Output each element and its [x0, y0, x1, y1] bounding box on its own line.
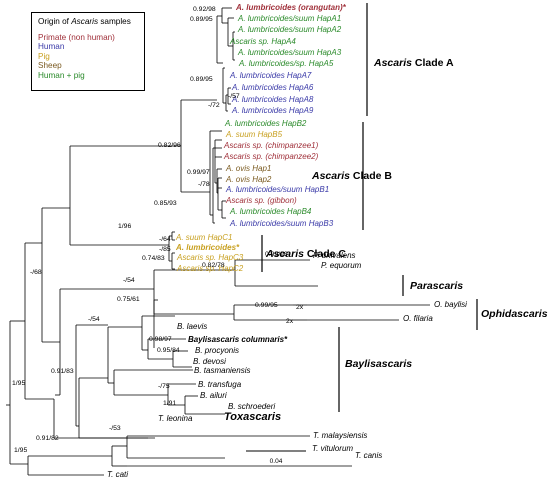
taxon-label: Ascaris sp. HapC2 [176, 264, 244, 273]
support-value: 1/95 [12, 380, 25, 387]
taxon-label: A. lumbricoides/suum HapA2 [237, 25, 342, 34]
support-value: 0.91/83 [51, 368, 74, 375]
taxon-label: O. baylisi [434, 300, 467, 309]
support-value: -/68 [30, 269, 42, 276]
taxon-label: B. ailuri [200, 391, 227, 400]
clade-label: Ascaris Clade A [373, 57, 454, 69]
support-value: -/85 [159, 246, 171, 253]
taxon-label: B. laevis [177, 322, 207, 331]
taxon-label: Ascaris sp. (gibbon) [225, 196, 297, 205]
taxon-label: A. lumbricoides/suum HapA3 [237, 48, 342, 57]
taxon-label: B. procyonis [195, 346, 239, 355]
support-value: 1/91 [163, 400, 176, 407]
support-value: -/54 [88, 316, 100, 323]
taxon-label: A. lumbricoides HapA7 [229, 71, 312, 80]
tree-branches [6, 7, 430, 476]
taxon-label: B. tasmaniensis [194, 366, 250, 375]
taxon-label: A. lumbricoides/suum HapB1 [225, 185, 329, 194]
support-value: 0.99/96 [265, 251, 288, 258]
support-value: 0.98/97 [149, 336, 172, 343]
clade-label: Ophidascaris [481, 308, 548, 320]
legend-item-human-pig: Human + pig [38, 70, 85, 80]
taxon-label: B. devosi [193, 357, 226, 366]
support-value: 1/95 [14, 447, 27, 454]
taxon-label: O. filaria [403, 314, 433, 323]
support-value: 0.75/61 [117, 296, 140, 303]
legend-item-primate: Primate (non human) [38, 32, 115, 42]
taxon-label: A. lumbricoides/suum HapB3 [229, 219, 334, 228]
taxon-label: A. ovis Hap1 [225, 164, 271, 173]
taxon-label: Ascaris sp. HapA4 [229, 37, 296, 46]
taxon-label: T. malaysiensis [313, 431, 367, 440]
scale-bar-label: 0.04 [270, 458, 283, 465]
taxon-label: A. suum HapC1 [175, 233, 232, 242]
taxon-label: P. univalens [313, 251, 356, 260]
clade-bars [261, 3, 478, 412]
support-value: 0.82/96 [158, 142, 181, 149]
clade-label: Parascaris [410, 280, 463, 292]
support-labels: 0.92/98 0.89/95 0.89/95 -/57 -/72 0.82/96 0.99… [12, 6, 304, 454]
support-value: 0.89/95 [190, 76, 213, 83]
clade-label: Baylisascaris [345, 358, 412, 370]
legend-item-pig: Pig [38, 51, 50, 61]
taxon-label: A. lumbricoides HapA6 [231, 83, 314, 92]
taxon-label: Ascaris sp. (chimpanzee2) [223, 152, 319, 161]
taxon-label: Ascaris sp. (chimpanzee1) [223, 141, 319, 150]
taxon-label: A. lumbricoides/suum HapA1 [237, 14, 341, 23]
legend-title: Origin of Ascaris samples [38, 17, 131, 26]
taxon-label: Ascaris sp. HapC3 [176, 253, 244, 262]
support-value: 0.95/84 [157, 347, 180, 354]
taxon-label: T. canis [355, 451, 382, 460]
support-value: 0.85/93 [154, 200, 177, 207]
taxon-label: A. lumbricoides (orangutan)* [235, 3, 347, 12]
support-value: -/78 [198, 181, 210, 188]
taxon-label: T. vitulorum [312, 444, 353, 453]
scale-bar: 0.04 [246, 450, 306, 465]
support-value: 0.99/95 [255, 302, 278, 309]
taxon-label: B. transfuga [198, 380, 242, 389]
support-value: 0.99/97 [187, 169, 210, 176]
clade-labels: Ascaris Clade A Ascaris Clade B Ascaris Cl… [224, 57, 548, 423]
support-value: -/64 [159, 236, 171, 243]
taxon-label: T. leonina [158, 414, 193, 423]
support-value: -/54 [123, 277, 135, 284]
taxon-label: A. lumbricoides HapB2 [224, 119, 307, 128]
support-value: 0.89/95 [190, 16, 213, 23]
taxon-label: P. equorum [321, 261, 362, 270]
support-value: 1/96 [118, 223, 131, 230]
taxon-label: T. cati [107, 470, 128, 479]
clade-label: Toxascaris [224, 411, 281, 423]
taxon-label: A. suum HapB5 [225, 130, 283, 139]
support-value: -/75 [158, 383, 170, 390]
taxon-label: B. schroederi [228, 402, 275, 411]
taxon-label: A. lumbricoides HapB4 [229, 207, 312, 216]
support-value: -/72 [208, 102, 220, 109]
support-value: 0.91/82 [36, 435, 59, 442]
legend: Origin of Ascaris samples Primate (non h… [31, 12, 145, 91]
taxon-label: A. ovis Hap2 [225, 175, 272, 184]
support-value: -/57 [228, 93, 240, 100]
support-value: 2x [296, 304, 304, 311]
taxon-label: Baylisascaris columnaris* [188, 335, 288, 344]
taxon-label: A. lumbricoides/sp. HapA5 [238, 59, 334, 68]
taxon-label: A. lumbricoides HapA9 [231, 106, 314, 115]
taxon-label: A. lumbricoides HapA8 [231, 95, 314, 104]
clade-label: Ascaris Clade B [311, 170, 392, 182]
support-value: -/53 [109, 425, 121, 432]
taxon-label: A. lumbricoides* [175, 243, 240, 252]
support-value: 0.92/98 [193, 6, 216, 13]
support-value: 0.82/78 [202, 262, 225, 269]
clade-label: Ascaris Clade C [265, 248, 346, 260]
legend-item-human: Human [38, 42, 65, 52]
legend-item-sheep: Sheep [38, 61, 62, 71]
support-value: 0.74/83 [142, 255, 165, 262]
taxon-labels: A. lumbricoides (orangutan)* A. lumbricoi… [107, 3, 467, 479]
support-value: 2x [286, 318, 294, 325]
